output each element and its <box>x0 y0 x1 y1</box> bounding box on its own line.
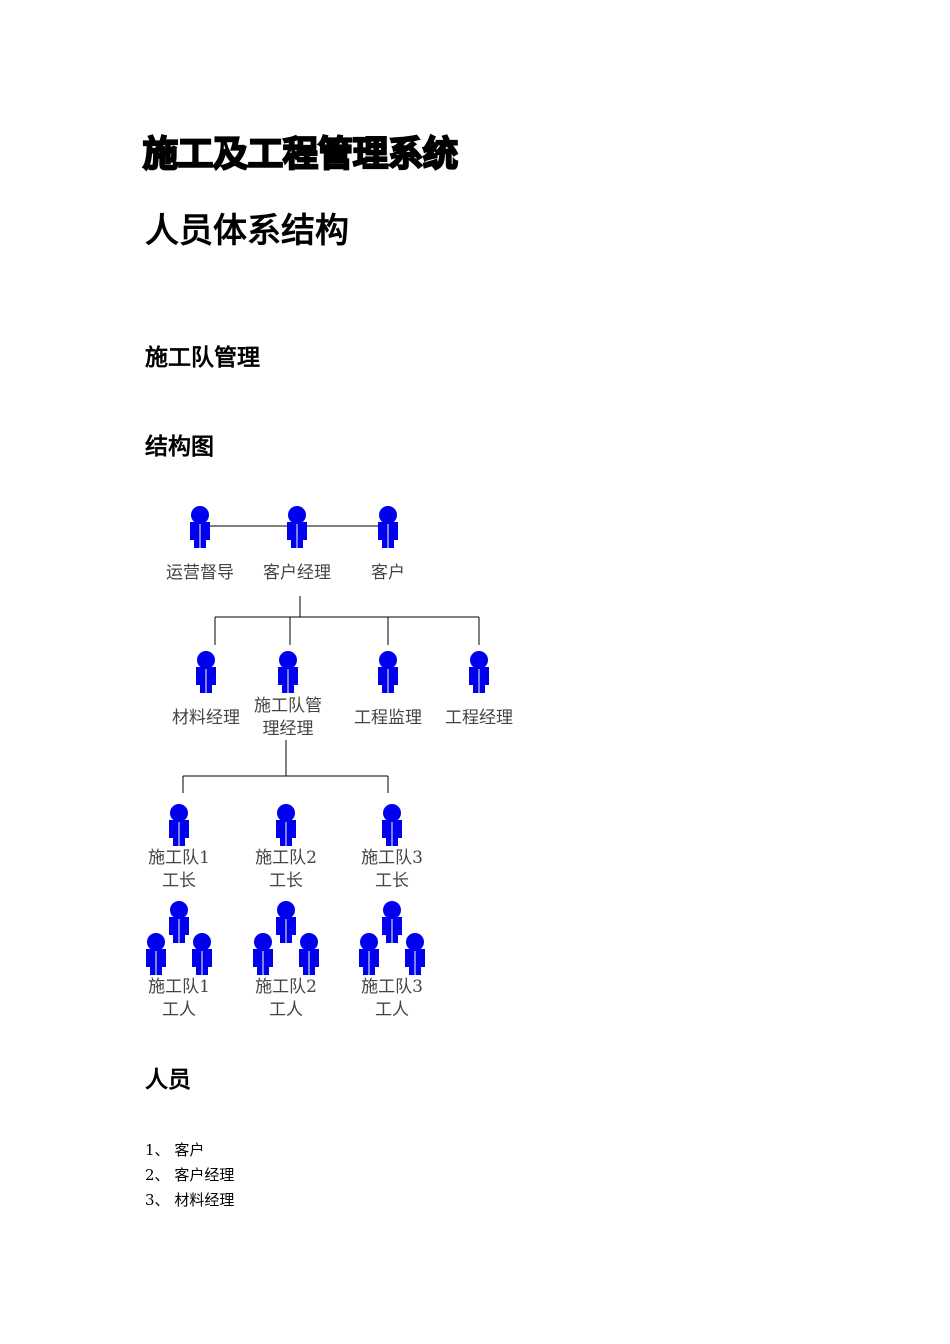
org-chart-label: 工程监理 <box>354 708 422 728</box>
list-item: 2、 客户经理 <box>145 1163 234 1188</box>
page-heading: 人员体系结构 <box>145 211 349 251</box>
worker-icon <box>359 933 379 975</box>
person-icon <box>278 651 298 693</box>
worker-icon <box>169 901 189 943</box>
worker-icon <box>253 933 273 975</box>
section-heading-chart: 结构图 <box>145 434 214 460</box>
foreman-icon <box>169 804 189 846</box>
person-icon <box>378 651 398 693</box>
worker-icon <box>299 933 319 975</box>
org-chart-label: 运营督导 <box>166 563 234 583</box>
org-chart-label: 施工队管理经理 <box>254 696 322 739</box>
org-chart-label: 客户经理 <box>263 563 331 583</box>
list-item-number: 2、 <box>145 1166 170 1184</box>
person-icon <box>469 651 489 693</box>
person-icon <box>378 506 398 548</box>
person-icon <box>196 651 216 693</box>
system-title: 施工及工程管理系统 <box>142 134 459 176</box>
worker-icon <box>382 901 402 943</box>
foreman-icon <box>382 804 402 846</box>
worker-icon <box>192 933 212 975</box>
list-item-number: 3、 <box>145 1191 170 1209</box>
org-chart-label: 材料经理 <box>172 708 240 728</box>
org-chart-label: 工程经理 <box>445 708 513 728</box>
foreman-icon <box>276 804 296 846</box>
list-item: 3、 材料经理 <box>145 1188 234 1213</box>
worker-icon <box>146 933 166 975</box>
org-chart-label: 客户 <box>371 563 405 583</box>
person-icon <box>190 506 210 548</box>
list-item-number: 1、 <box>145 1141 170 1159</box>
list-item-name: 客户 <box>174 1141 205 1159</box>
worker-icon <box>405 933 425 975</box>
list-item-name: 客户经理 <box>174 1166 235 1184</box>
person-icon <box>287 506 307 548</box>
section-heading-team: 施工队管理 <box>145 345 260 371</box>
worker-icon <box>276 901 296 943</box>
people-list: 1、 客户 2、 客户经理 3、 材料经理 <box>145 1138 234 1213</box>
section-heading-people: 人员 <box>145 1067 191 1093</box>
list-item: 1、 客户 <box>145 1138 234 1163</box>
list-item-name: 材料经理 <box>174 1191 235 1209</box>
